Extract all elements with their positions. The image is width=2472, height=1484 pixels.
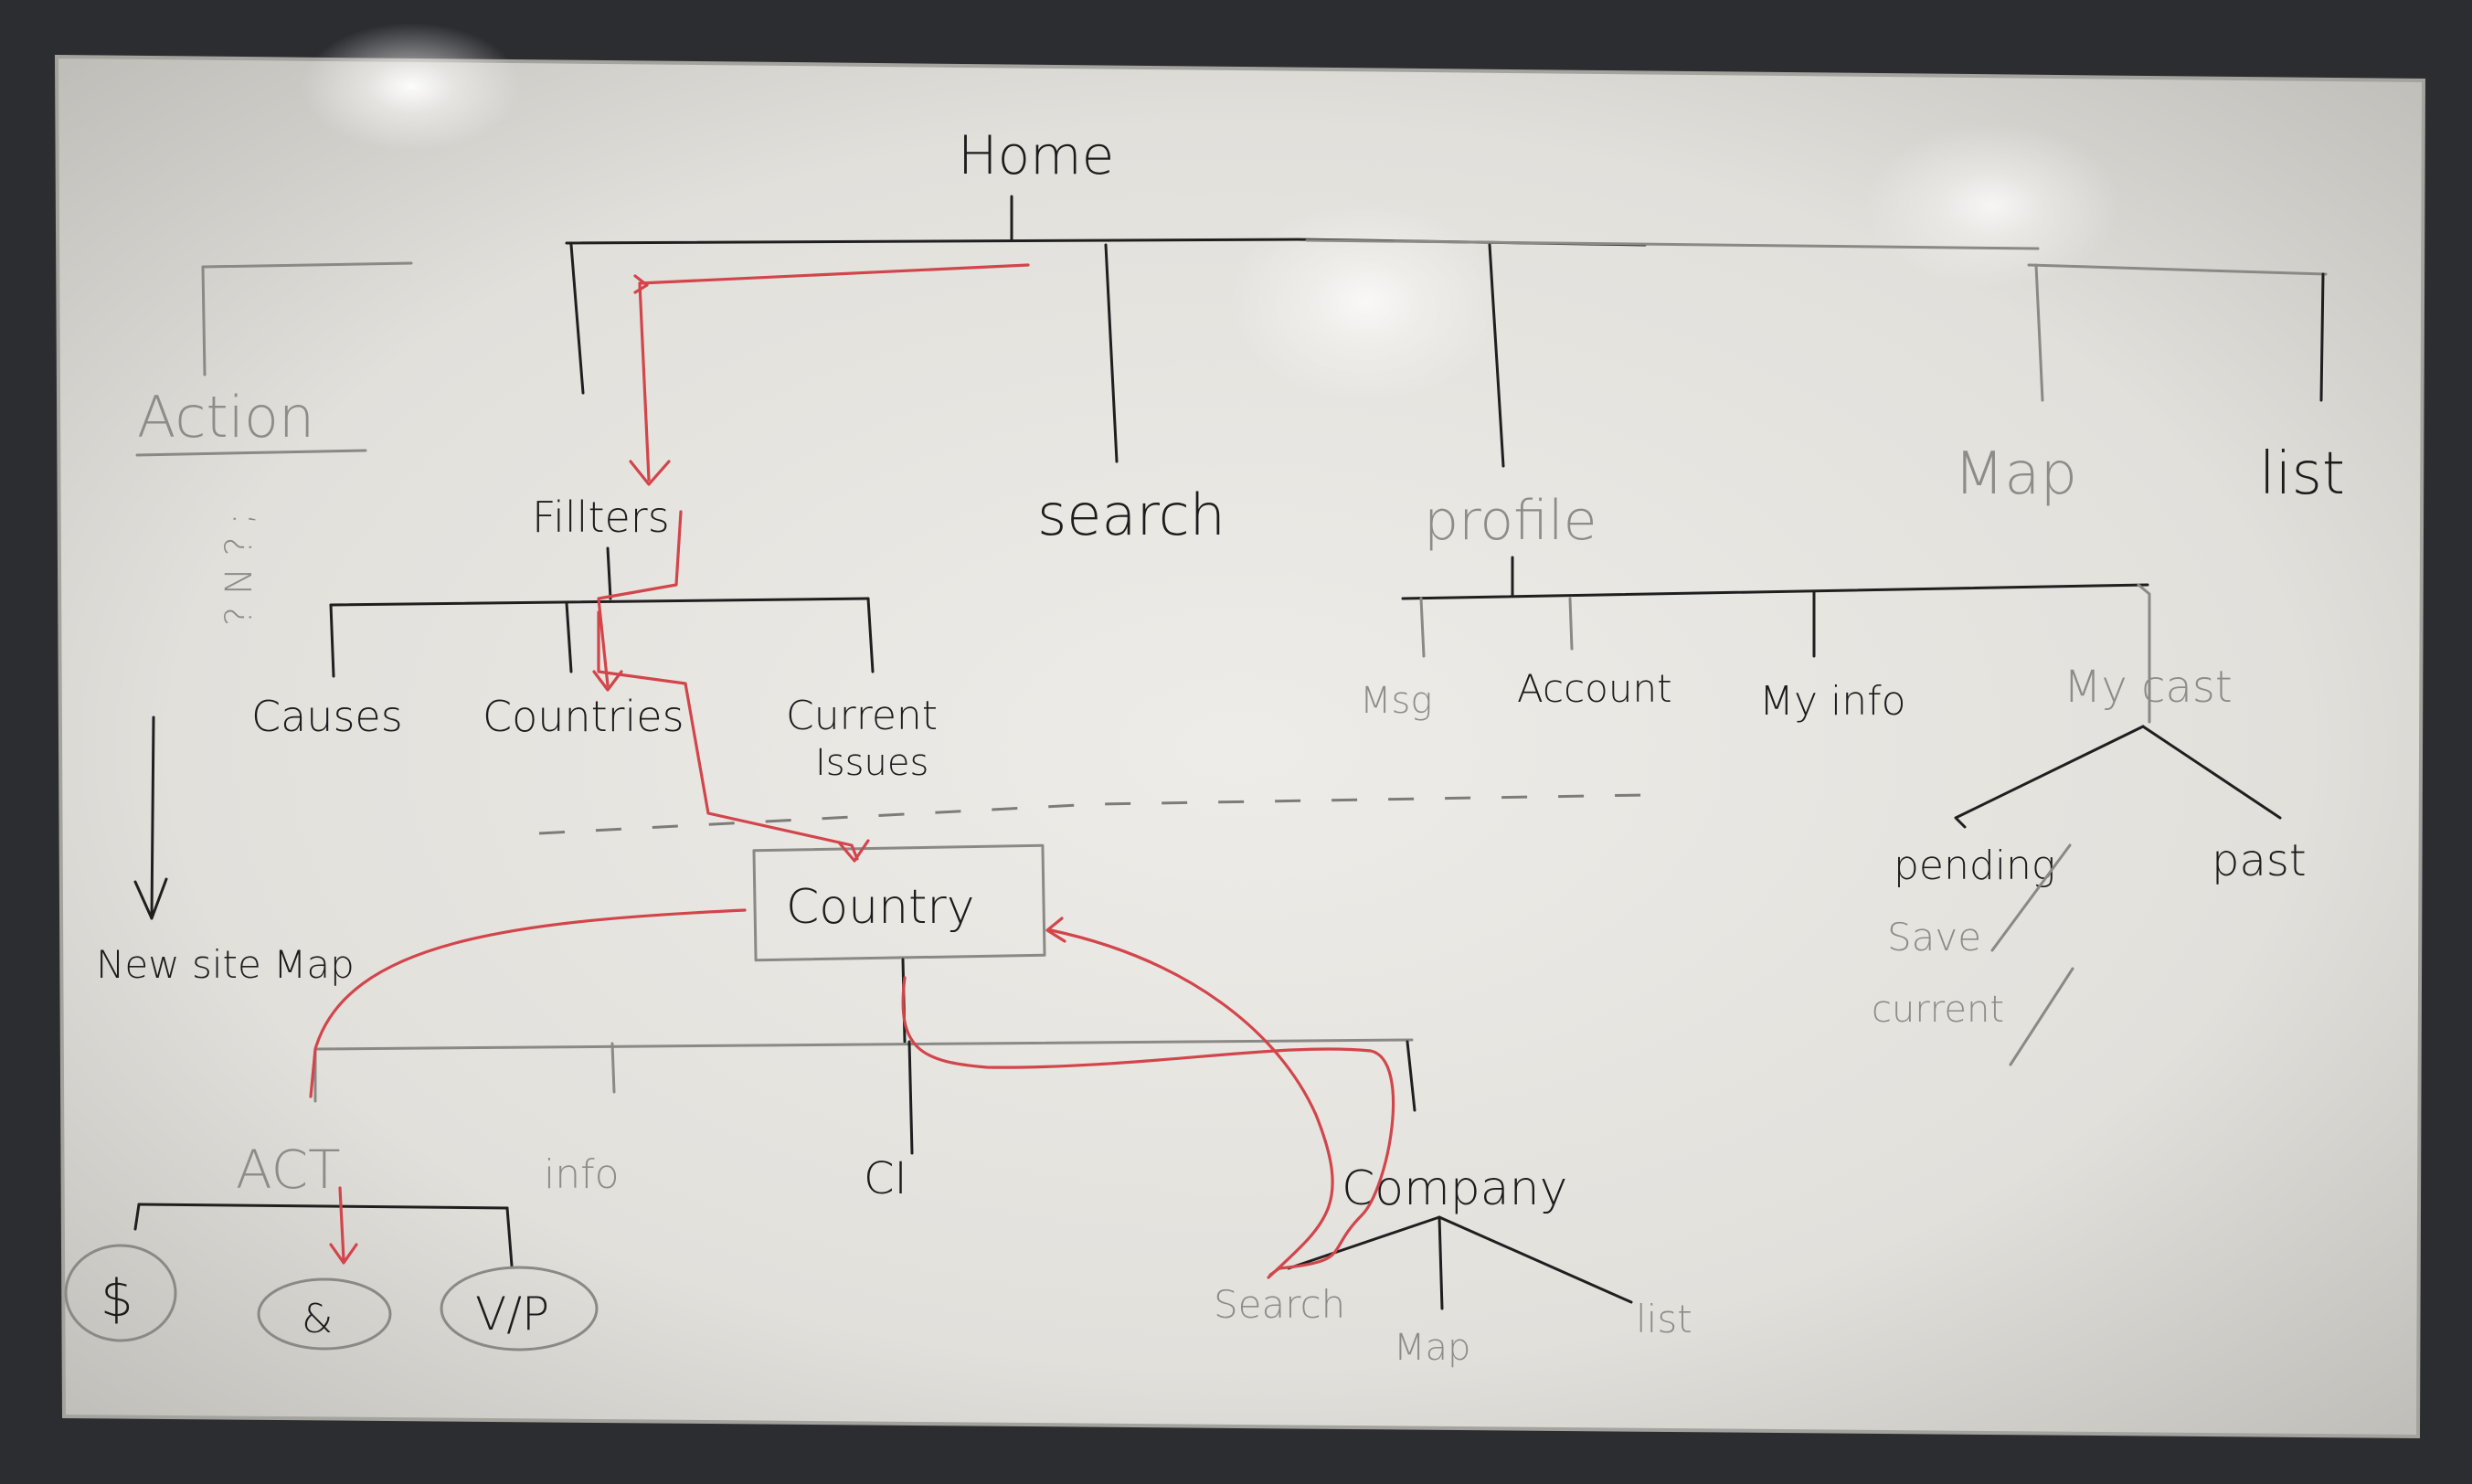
my-info-node: My info [1759,678,1906,725]
action-node: Action [137,384,314,450]
country-label: Country [786,880,975,935]
action-side-note: ? N ? ; [218,513,260,626]
country-node: Country [752,843,1046,962]
profile-node: profile [1424,489,1597,553]
company-node: Company [1342,1161,1567,1216]
causes-node: Causes [251,692,403,741]
company-list-node: list [1636,1297,1692,1341]
msg-node: Msg [1360,680,1432,722]
current-note: current [1872,989,2004,1031]
dollar-node: $ [101,1269,133,1329]
top-level-labels: Action Fillters search profile Map list [135,384,2345,553]
account-node: Account [1517,666,1672,711]
vp-node: V/P [475,1288,549,1341]
country-tree: ACT info CI Company [236,958,1567,1216]
filters-tree: Causes Countries Current Issues [251,546,938,784]
pending-node: pending [1894,843,2055,889]
new-site-map-note: New site Map [96,942,355,987]
board-surface [54,23,2426,1439]
company-search-node: Search [1214,1282,1345,1327]
dashed-divider [538,793,1646,835]
issues-node: Issues [815,742,928,784]
map-node: Map [1954,440,2077,508]
filters-node: Fillters [532,493,670,542]
company-map-node: Map [1394,1327,1470,1369]
profile-tree: Msg Account My info My cast pending past… [1360,556,2307,1066]
act-tree: $ & V/P [64,1203,599,1352]
red-flow-arrows [309,263,1395,1279]
list-node: list [2259,440,2345,508]
ampersand-node: & [302,1296,333,1342]
company-tree: Search Map list [1214,1215,1692,1369]
save-note: Save [1887,915,1981,959]
countries-node: Countries [483,692,684,741]
past-node: past [2212,835,2307,886]
action-tree: ? N ? ; New site Map [96,513,355,987]
search-node: search [1037,482,1225,548]
home-node: Home [958,124,1114,186]
ci-node: CI [864,1153,907,1204]
my-cast-node: My cast [2064,662,2233,713]
info-node: info [544,1151,620,1198]
act-node: ACT [236,1139,341,1201]
current-node: Current [786,693,938,739]
top-tree: Home [201,124,2328,468]
